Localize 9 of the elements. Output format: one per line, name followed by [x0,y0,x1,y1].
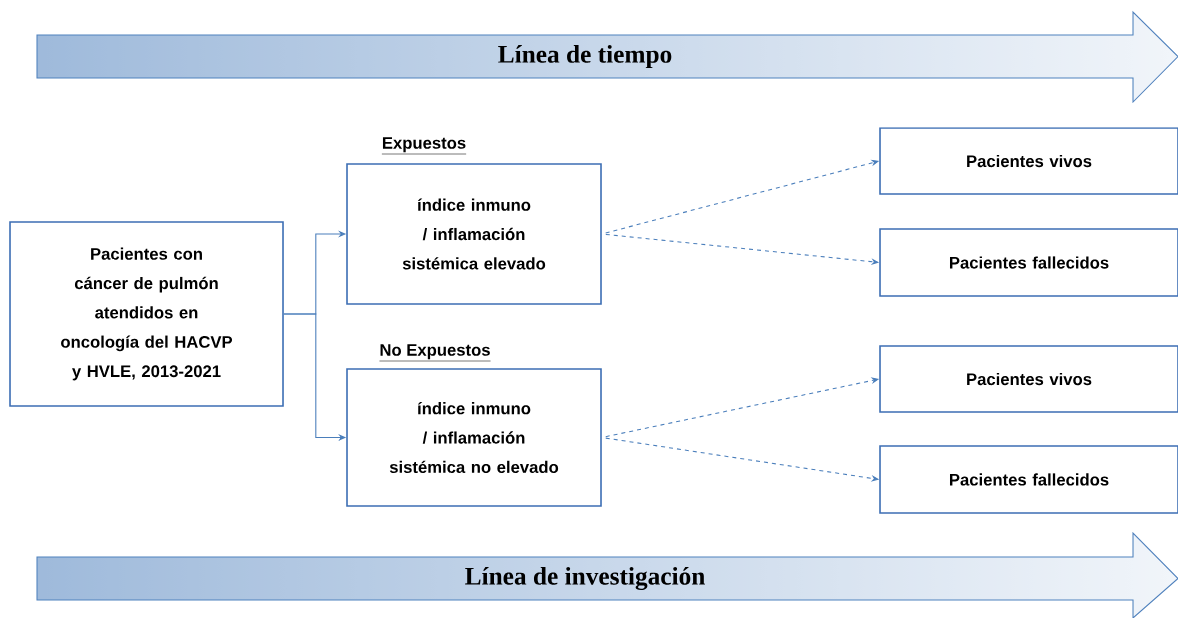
process-box: Pacientes vivos [879,127,1178,195]
process-box: Pacientes vivos [879,345,1178,413]
process-box: índice inmuno / inflamación sistémica elevado [346,163,602,305]
process-box: índice inmuno / inflamación sistémica no elevado [346,368,602,507]
group-heading: Expuestos [381,137,467,155]
process-box: Pacientes fallecidos [879,445,1178,514]
process-box: Pacientes fallecidos [879,228,1178,297]
group-heading: No Expuestos [379,344,491,362]
process-box: Pacientes con cáncer de pulmón atendidos en oncología del HACVP y HVLE, 2013-2021 [9,221,284,407]
